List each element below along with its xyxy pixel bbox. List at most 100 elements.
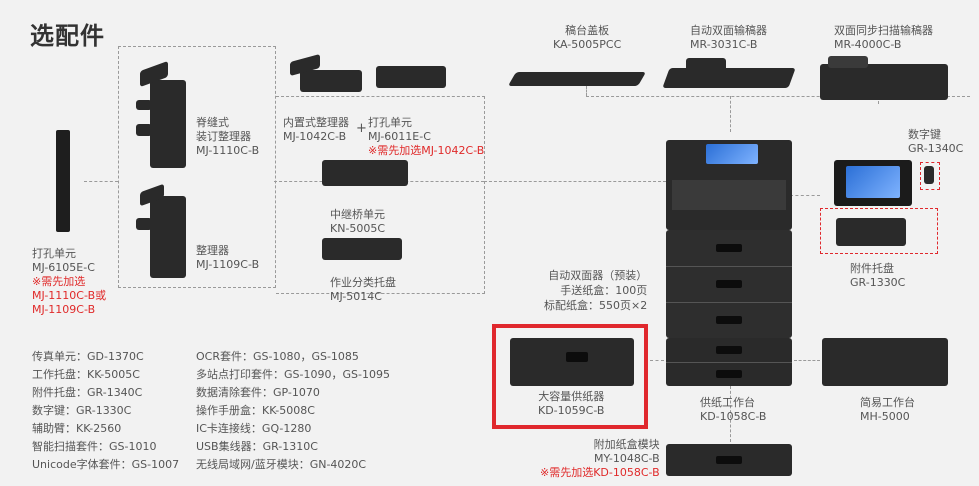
requirement-note: MJ-1110C-B或 bbox=[32, 289, 107, 302]
accessory-item: 多站点打印套件：GS-1090，GS-1095 bbox=[196, 368, 390, 381]
keypad-label: 数字键 GR-1340C bbox=[908, 128, 963, 156]
product-name: 装订整理器 bbox=[196, 130, 251, 143]
keypad-image bbox=[924, 166, 934, 184]
job-separator-label: 作业分类托盘 MJ-5014C bbox=[330, 276, 396, 304]
radf-label: 自动双面输稿器 MR-3031C-B bbox=[690, 24, 767, 52]
inner-finisher-label: 内置式整理器 MJ-1042C-B bbox=[283, 116, 349, 144]
product-name: 脊缝式 bbox=[196, 116, 229, 129]
connector-line bbox=[730, 96, 731, 132]
product-name: 简易工作台 bbox=[860, 396, 915, 409]
product-name: 整理器 bbox=[196, 244, 229, 257]
product-model: MJ-1110C-B bbox=[196, 144, 260, 157]
inner-hole-punch-image bbox=[376, 66, 446, 88]
paper-feed-pedestal-label: 供纸工作台 KD-1058C-B bbox=[700, 396, 766, 424]
product-model: KA-5005PCC bbox=[553, 38, 622, 51]
accessory-item: Unicode字体套件：GS-1007 bbox=[32, 458, 180, 471]
accessory-item: 操作手册盒：KK-5008C bbox=[196, 404, 315, 417]
product-model: MJ-6011E-C bbox=[368, 130, 431, 143]
connector-line bbox=[84, 181, 118, 182]
product-model: MJ-1109C-B bbox=[196, 258, 260, 271]
job-separator-image bbox=[322, 238, 402, 260]
drawer-module-image bbox=[666, 444, 792, 476]
requirement-note: ※需先加选KD-1058C-B bbox=[540, 466, 660, 479]
feature-text: 自动双面器（预装） bbox=[548, 269, 648, 282]
inner-finisher-frame bbox=[276, 96, 485, 294]
bridge-unit-label: 中继桥单元 KN-5005C bbox=[330, 208, 385, 236]
platen-cover-label: 稿台盖板 KA-5005PCC bbox=[553, 24, 621, 52]
accessory-item: USB集线器：GR-1310C bbox=[196, 440, 318, 453]
connector-line bbox=[586, 86, 587, 96]
finisher-group-frame bbox=[118, 46, 276, 288]
connector-line bbox=[794, 360, 820, 361]
accessory-item: 数据清除套件：GP-1070 bbox=[196, 386, 320, 399]
hole-punch-unit-image bbox=[56, 130, 70, 232]
accessory-item: 智能扫描套件：GS-1010 bbox=[32, 440, 157, 453]
accessory-item: 工作托盘：KK-5005C bbox=[32, 368, 140, 381]
accessory-item: 传真单元：GD-1370C bbox=[32, 350, 144, 363]
requirement-note: ※需先加选 bbox=[32, 275, 86, 288]
accessory-item: 辅助臂：KK-2560 bbox=[32, 422, 122, 435]
keypad-highlight bbox=[920, 162, 940, 190]
product-name: 供纸工作台 bbox=[700, 396, 755, 409]
saddle-finisher-label: 脊缝式 装订整理器 MJ-1110C-B bbox=[196, 116, 259, 158]
product-model: KD-1058C-B bbox=[700, 410, 767, 423]
product-model: KD-1059C-B bbox=[538, 404, 605, 417]
lcf-highlight-box bbox=[492, 324, 648, 429]
feature-text: 手送纸盒：100页 bbox=[560, 284, 648, 297]
product-name: 自动双面输稿器 bbox=[690, 24, 767, 37]
product-name: 作业分类托盘 bbox=[330, 276, 396, 289]
product-name: 打孔单元 bbox=[32, 247, 76, 260]
product-model: GR-1330C bbox=[850, 276, 906, 289]
product-name: 中继桥单元 bbox=[330, 208, 385, 221]
drawer-module-label: 附加纸盒模块 MY-1048C-B ※需先加选KD-1058C-B bbox=[540, 438, 660, 480]
product-model: MR-3031C-B bbox=[690, 38, 758, 51]
hole-punch-left-label: 打孔单元 MJ-6105E-C ※需先加选 MJ-1110C-B或 MJ-110… bbox=[32, 247, 106, 317]
keypad-panel-screen bbox=[846, 166, 900, 198]
lcf-image bbox=[510, 338, 634, 386]
product-model: KN-5005C bbox=[330, 222, 386, 235]
connector-line bbox=[650, 360, 664, 361]
product-model: MJ-6105E-C bbox=[32, 261, 95, 274]
connector-line bbox=[586, 96, 970, 97]
tray-highlight bbox=[820, 208, 938, 254]
product-model: MJ-1042C-B bbox=[283, 130, 347, 143]
product-model: MJ-5014C bbox=[330, 290, 382, 303]
plus-sign: + bbox=[356, 121, 367, 136]
simple-stand-label: 简易工作台 MH-5000 bbox=[860, 396, 915, 424]
connector-line bbox=[878, 96, 879, 104]
simple-stand-image bbox=[822, 338, 948, 386]
product-model: MR-4000C-B bbox=[834, 38, 902, 51]
product-name: 附件托盘 bbox=[850, 262, 894, 275]
main-unit-label: 自动双面器（预装） 手送纸盒：100页 标配纸盒：550页×2 bbox=[544, 268, 647, 313]
page-title: 选配件 bbox=[30, 22, 105, 50]
connector-line bbox=[484, 181, 666, 182]
tray-label: 附件托盘 GR-1330C bbox=[850, 262, 905, 290]
feature-text: 标配纸盒：550页×2 bbox=[544, 299, 648, 312]
connector-line bbox=[790, 195, 820, 196]
product-name: 附加纸盒模块 bbox=[593, 438, 660, 451]
accessory-item: OCR套件：GS-1080，GS-1085 bbox=[196, 350, 359, 363]
product-model: MH-5000 bbox=[860, 410, 910, 423]
product-model: MY-1048C-B bbox=[593, 452, 660, 465]
product-name: 稿台盖板 bbox=[565, 24, 610, 37]
accessory-item: IC卡连接线：GQ-1280 bbox=[196, 422, 312, 435]
requirement-note: MJ-1109C-B bbox=[32, 303, 96, 316]
tray-image bbox=[836, 218, 906, 246]
finisher-label: 整理器 MJ-1109C-B bbox=[196, 244, 259, 272]
paper-feed-pedestal-image bbox=[666, 338, 792, 386]
product-name: 双面同步扫描输稿器 bbox=[834, 24, 933, 37]
requirement-note: ※需先加选MJ-1042C-B bbox=[368, 144, 485, 157]
product-name: 打孔单元 bbox=[368, 116, 412, 129]
platen-cover-image bbox=[507, 72, 647, 86]
product-model: GR-1340C bbox=[908, 142, 964, 155]
bridge-unit-image bbox=[322, 160, 408, 186]
accessory-item: 数字键：GR-1330C bbox=[32, 404, 132, 417]
product-name: 数字键 bbox=[908, 128, 941, 141]
product-name: 内置式整理器 bbox=[283, 116, 349, 129]
accessory-list-right: OCR套件：GS-1080，GS-1085 多站点打印套件：GS-1090，GS… bbox=[196, 348, 390, 474]
dsdf-label: 双面同步扫描输稿器 MR-4000C-B bbox=[834, 24, 933, 52]
connector-line bbox=[730, 386, 731, 442]
product-name: 大容量供纸器 bbox=[538, 390, 605, 403]
lcf-label: 大容量供纸器 KD-1059C-B bbox=[538, 390, 604, 418]
inner-hole-punch-label: 打孔单元 MJ-6011E-C ※需先加选MJ-1042C-B bbox=[368, 116, 484, 158]
